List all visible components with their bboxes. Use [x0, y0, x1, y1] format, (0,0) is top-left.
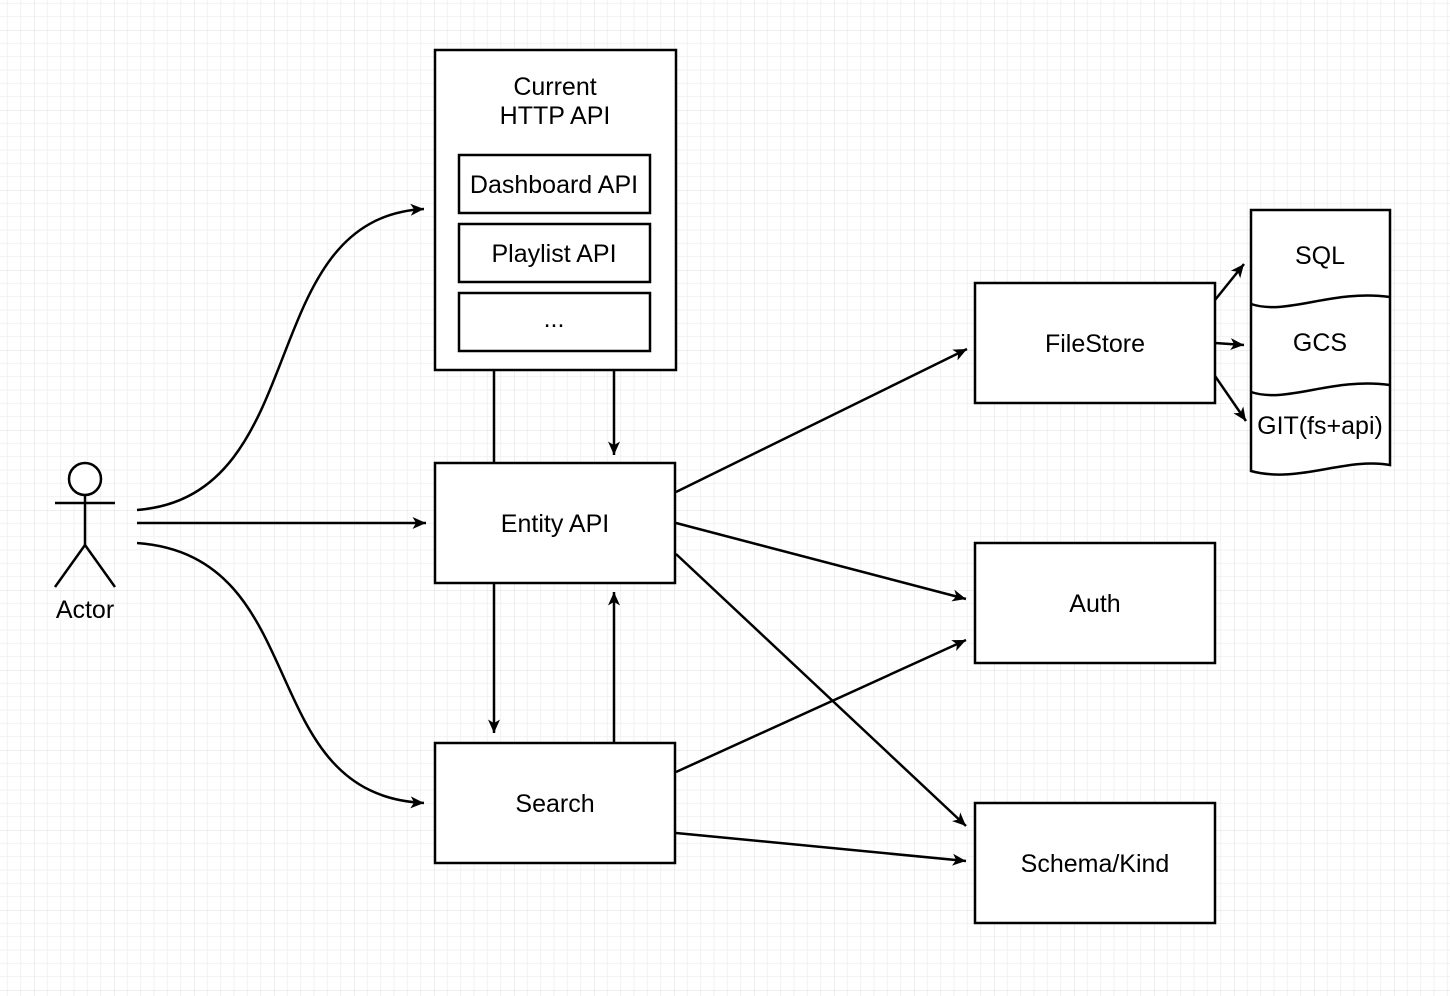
edge-actor-to-current-http-api	[136, 203, 425, 512]
more-apis-box	[457, 291, 652, 353]
auth-label: Auth	[1069, 590, 1120, 618]
actor-legs	[53, 544, 117, 588]
edge-entity-api-to-schema-kind	[675, 553, 967, 827]
node-datastore-stack: SQL GCS GIT(fs+api)	[1249, 208, 1392, 476]
edge-actor-to-search	[136, 541, 425, 809]
more-apis-label: ...	[544, 305, 565, 333]
edge-filestore-to-gcs	[1214, 338, 1245, 351]
edge-search-to-schema-kind	[675, 831, 967, 866]
edge-filestore-to-git	[1213, 375, 1248, 422]
node-entity-api: Entity API	[433, 461, 677, 585]
datastore-gcs-label: GCS	[1293, 329, 1347, 357]
filestore-label: FileStore	[1045, 330, 1145, 358]
entity-api-box	[433, 461, 677, 585]
filestore-box	[973, 281, 1217, 405]
search-label: Search	[515, 790, 594, 818]
schema-kind-label: Schema/Kind	[1021, 850, 1170, 878]
playlist-api-label: Playlist API	[491, 240, 616, 268]
actor-head	[67, 461, 103, 497]
auth-box	[973, 541, 1217, 665]
actor-figure: Actor	[53, 461, 117, 624]
datastore-stack-outline	[1249, 208, 1392, 476]
datastore-divider-gcs-git	[1250, 382, 1391, 397]
dashboard-api-box	[457, 153, 652, 215]
schema-kind-box	[973, 801, 1217, 925]
node-schema-kind: Schema/Kind	[973, 801, 1217, 925]
current-http-api-title-line1: Current	[513, 73, 596, 101]
edges-layer	[136, 203, 1248, 866]
current-http-api-title-line2: HTTP API	[500, 102, 611, 130]
playlist-api-box	[457, 222, 652, 284]
datastore-sql-label: SQL	[1295, 242, 1345, 270]
datastore-git-label: GIT(fs+api)	[1257, 412, 1383, 440]
edge-entity-api-to-auth	[675, 521, 967, 602]
node-filestore: FileStore	[973, 281, 1217, 405]
edge-search-to-auth	[675, 638, 967, 774]
dashboard-api-label: Dashboard API	[470, 171, 638, 199]
edge-entity-api-to-filestore	[675, 347, 968, 494]
node-search: Search	[433, 741, 677, 865]
search-box	[433, 741, 677, 865]
node-current-http-api: Current HTTP API Dashboard API Playlist …	[433, 48, 678, 372]
actor-label: Actor	[56, 596, 114, 624]
datastore-divider-sql-gcs	[1250, 294, 1391, 309]
node-auth: Auth	[973, 541, 1217, 665]
edge-filestore-to-sql	[1214, 263, 1245, 301]
entity-api-label: Entity API	[501, 510, 609, 538]
